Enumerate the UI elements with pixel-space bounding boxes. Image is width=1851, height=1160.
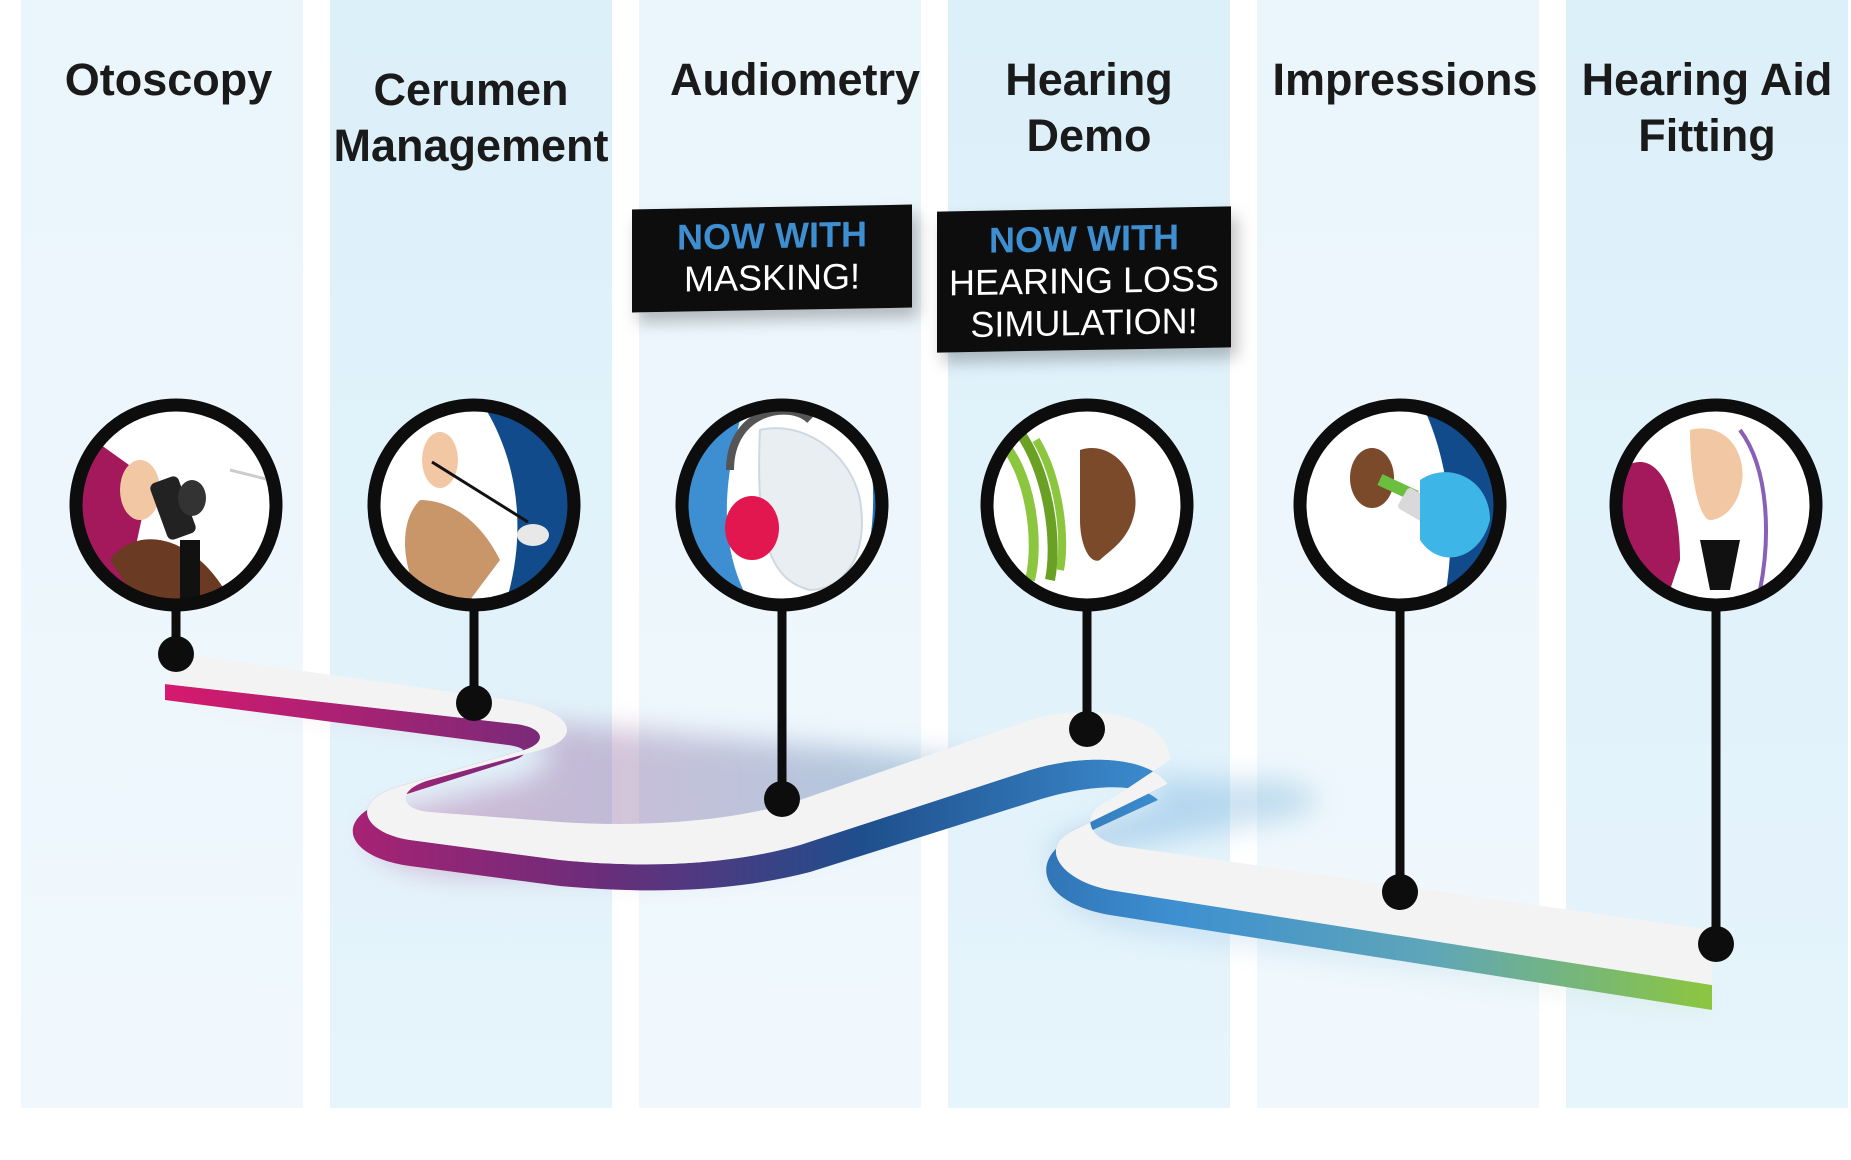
step-title-line: Audiometry [669, 54, 921, 105]
step-title-line: Otoscopy [64, 54, 273, 105]
connector-cerumen [456, 595, 492, 721]
impression-syringe-icon [1293, 398, 1507, 612]
step-title-audiometry: Audiometry [660, 52, 930, 108]
step-title-line: Fitting [1638, 110, 1776, 161]
otoscope-icon [69, 398, 283, 612]
step-title-otoscopy: Otoscopy [21, 52, 316, 108]
path-edge [165, 684, 1712, 1010]
headphones-icon [675, 398, 889, 612]
step-title-fitting: Hearing Aid Fitting [1566, 52, 1848, 164]
step-title-line: Impressions [1272, 54, 1538, 105]
step-title-hearing-demo: Hearing Demo [948, 52, 1230, 164]
connector-audiometry [764, 595, 800, 817]
cerumen-icon [367, 398, 581, 612]
step-title-impressions: Impressions [1257, 52, 1553, 108]
step-title-line: Cerumen [373, 64, 569, 115]
step-title-line: Hearing [1005, 54, 1173, 105]
path-surface [165, 654, 1712, 985]
connector-fitting [1698, 595, 1734, 962]
connector-impressions [1382, 595, 1418, 910]
step-title-line: Hearing Aid [1581, 54, 1833, 105]
step-title-line: Management [333, 120, 609, 171]
hearing-aid-icon [1609, 398, 1823, 612]
step-title-cerumen: Cerumen Management [330, 62, 612, 174]
path-glow [170, 690, 1712, 1005]
connector-hearing-demo [1069, 595, 1105, 747]
sound-wave-ear-icon [980, 398, 1194, 612]
step-title-line: Demo [1026, 110, 1152, 161]
